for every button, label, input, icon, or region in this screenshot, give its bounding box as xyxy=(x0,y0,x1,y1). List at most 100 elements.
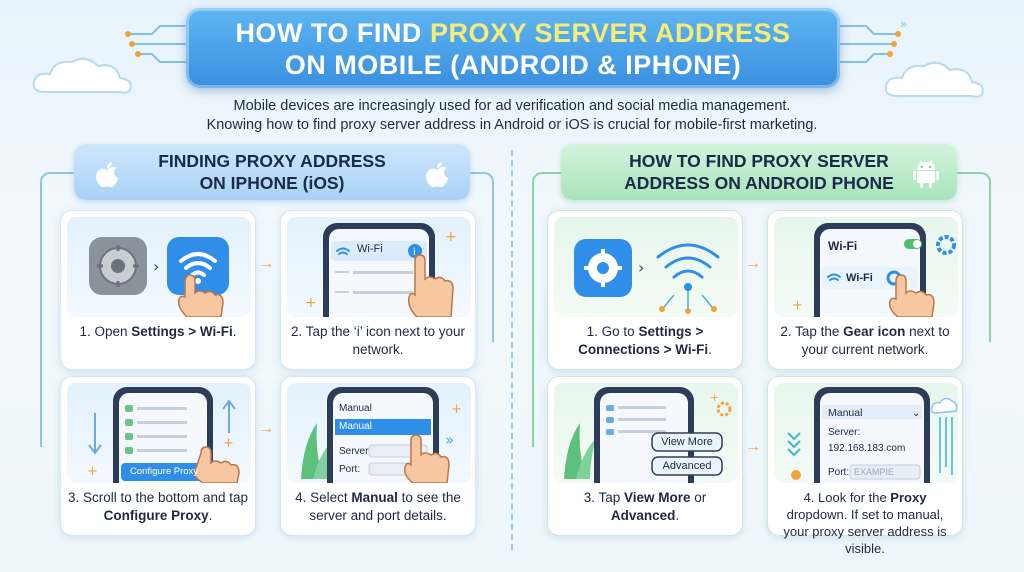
caption-bold: Gear icon xyxy=(843,324,906,339)
android-section-header: HOW TO FIND PROXY SERVER ADDRESS ON ANDR… xyxy=(561,144,957,200)
ios-step-4-caption: 4. Select Manual to see the server and p… xyxy=(287,489,469,525)
ios-step-3-card: + + Configure Proxy 3. Scroll to the bot… xyxy=(60,376,256,536)
configure-proxy-button-bg xyxy=(121,463,207,481)
arrow-right-icon: → xyxy=(745,438,761,455)
configure-proxy-button[interactable]: Configure Proxy xyxy=(129,466,199,477)
connector-line xyxy=(957,172,991,342)
arrow-right-icon: → xyxy=(258,255,274,272)
caption-text: next to your current network. xyxy=(801,324,950,357)
gear-icon xyxy=(716,401,732,417)
caption-bold: Advanced xyxy=(610,508,676,523)
android-step-4-caption: 4. Look for the Proxy dropdown. If set t… xyxy=(774,489,956,557)
android-step-1-illustration: › xyxy=(554,217,738,317)
circuit-decoration-right: » xyxy=(840,17,907,63)
android-step-3-card: + View More Advanced 3. Tap View More or… xyxy=(547,376,743,536)
ios-step-2-caption: 2. Tap the ‘i’ icon next to your network… xyxy=(287,323,469,359)
caption-text: . xyxy=(208,508,213,523)
proxy-dropdown[interactable]: Manual xyxy=(828,407,863,419)
svg-text:⌄: ⌄ xyxy=(912,408,920,419)
wifi-title: Wi-Fi xyxy=(828,239,858,253)
advanced-button[interactable]: Advanced xyxy=(662,460,712,472)
svg-text:+: + xyxy=(87,464,98,479)
hand-pointer-icon xyxy=(403,434,450,483)
wifi-network-label[interactable]: Wi-Fi xyxy=(846,272,873,284)
page-title: HOW TO FIND PROXY SERVER ADDRESS ON MOBI… xyxy=(186,8,840,88)
caption-text: dropdown. If set to manual, your proxy s… xyxy=(783,507,947,556)
wifi-icon xyxy=(336,247,350,255)
scroll-down-arrow-icon xyxy=(88,413,102,455)
caption-text: . xyxy=(675,508,680,523)
ios-header-line-2: ON IPHONE (iOS) xyxy=(199,173,345,193)
cloud-icon xyxy=(930,397,958,414)
arrow-right-icon: → xyxy=(745,255,761,272)
android-step-2-illustration: + Wi-Fi Wi-Fi xyxy=(774,217,958,317)
caption-bold: View More xyxy=(624,490,691,505)
caption-bold: Settings > Connections > Wi-Fi xyxy=(578,324,709,357)
manual-option[interactable]: Manual xyxy=(339,421,372,432)
section-divider xyxy=(511,150,513,550)
settings-gear-icon xyxy=(584,249,622,287)
svg-text:›: › xyxy=(638,258,644,277)
cloud-icon xyxy=(32,57,132,94)
svg-text:+: + xyxy=(710,391,719,404)
ios-step-2-illustration: i + + Wi-Fi xyxy=(287,217,471,317)
hand-pointer-icon xyxy=(177,274,224,317)
circuit-decoration-left xyxy=(125,25,186,63)
android-step-3-illustration: + View More Advanced xyxy=(554,383,738,483)
view-more-button[interactable]: View More xyxy=(661,436,713,448)
svg-text:+: + xyxy=(792,298,803,313)
ios-step-4-card: + » Manual Manual Server Port: 4. Select… xyxy=(280,376,476,536)
apple-icon xyxy=(426,162,448,188)
caption-text: to see the server and port details. xyxy=(309,490,461,523)
android-step-2-card: + Wi-Fi Wi-Fi 2. Tap the Gear icon next … xyxy=(767,210,963,370)
hand-pointer-icon xyxy=(193,446,240,483)
caption-bold: Manual xyxy=(351,490,398,505)
caption-bold: Proxy xyxy=(890,490,927,505)
ios-step-3-illustration: + + Configure Proxy xyxy=(67,383,251,483)
wifi-icon xyxy=(827,273,841,281)
hand-pointer-icon xyxy=(888,274,935,317)
caption-text: 3. Tap xyxy=(583,490,624,505)
intro-line-1: Mobile devices are increasingly used for… xyxy=(233,98,791,114)
connector-line xyxy=(470,172,494,342)
title-line-1: HOW TO FIND PROXY SERVER ADDRESS xyxy=(186,17,840,49)
ios-step-2-card: i + + Wi-Fi 2. Tap the ‘i’ icon next to … xyxy=(280,210,476,370)
server-label: Server xyxy=(339,446,369,457)
manual-label: Manual xyxy=(339,403,372,414)
svg-text:+: + xyxy=(451,402,462,417)
apple-icon xyxy=(96,162,118,188)
intro-text: Mobile devices are increasingly used for… xyxy=(120,97,904,135)
wifi-label: Wi-Fi xyxy=(357,243,383,255)
caption-text: 4. Select xyxy=(295,490,352,505)
svg-text:›: › xyxy=(153,257,159,276)
svg-text:+: + xyxy=(305,295,317,311)
svg-text:»: » xyxy=(445,431,454,449)
hand-pointer-icon xyxy=(407,254,454,317)
connector-line xyxy=(40,172,76,447)
android-step-4-card: ⌄ Manual Server: 192.168.183.com Port: E… xyxy=(767,376,963,556)
caption-text: . xyxy=(232,324,237,339)
server-label: Server: xyxy=(828,427,861,438)
title-highlight: PROXY SERVER ADDRESS xyxy=(429,18,791,48)
chevron-down-icon xyxy=(787,432,801,457)
title-prefix: HOW TO FIND xyxy=(235,18,430,48)
caption-text: 2. Tap the ‘i’ icon next to your network… xyxy=(290,324,466,357)
svg-text:+: + xyxy=(445,229,457,245)
android-step-2-caption: 2. Tap the Gear icon next to your curren… xyxy=(774,323,956,359)
caption-text: or xyxy=(690,490,707,505)
caption-text: 3. Scroll to the bottom and tap xyxy=(67,490,249,505)
title-line-2: ON MOBILE (ANDROID & IPHONE) xyxy=(284,50,742,80)
cloud-icon xyxy=(884,61,984,98)
ios-step-1-caption: 1. Open Settings > Wi-Fi. xyxy=(67,323,249,341)
port-input[interactable]: EXAMPIE xyxy=(854,467,895,477)
android-step-1-card: › 1. Go to Settings > Connections > Wi-F… xyxy=(547,210,743,370)
settings-gear-icon xyxy=(97,245,139,287)
ios-section-header: FINDING PROXY ADDRESS ON IPHONE (iOS) xyxy=(74,144,470,200)
svg-text:+: + xyxy=(223,436,234,451)
caption-bold: Settings > Wi-Fi xyxy=(131,324,233,339)
caption-text: 4. Look for the xyxy=(803,490,891,505)
android-header-line-2: ADDRESS ON ANDROID PHONE xyxy=(624,173,894,193)
android-step-4-illustration: ⌄ Manual Server: 192.168.183.com Port: E… xyxy=(774,383,958,483)
scroll-up-arrow-icon xyxy=(222,399,236,433)
intro-line-2: Knowing how to find proxy server address… xyxy=(206,117,818,133)
